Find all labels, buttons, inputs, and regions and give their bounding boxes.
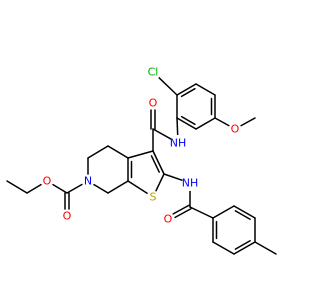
- bond-b2-b3: [212, 241, 235, 255]
- bond-a5-a6: [195, 117, 216, 130]
- bond-N_ring-p4: [93, 183, 109, 194]
- bond-p4-t4: [107, 180, 129, 194]
- bond-b5-b6-second: [234, 210, 251, 220]
- bond-t5-t1: [127, 150, 154, 159]
- bond-t1-t2: [152, 150, 165, 175]
- bond-S1-t4: [127, 180, 148, 194]
- bond-C_am2-O_amide2: [172, 204, 190, 215]
- atom-background: [147, 97, 159, 109]
- bond-b5-b6: [233, 205, 256, 219]
- bond-C_am2-b1: [189, 206, 214, 219]
- atom-label: O: [63, 210, 72, 223]
- bond-b4-Me2: [254, 241, 277, 255]
- atom-background: [82, 175, 94, 187]
- atom-n_amide2: NH: [182, 175, 199, 191]
- bond-t5-p1: [107, 145, 129, 159]
- atom-label: S: [150, 191, 157, 204]
- bond-t2-N_amide2: [163, 173, 185, 182]
- atom-label: N: [84, 175, 92, 188]
- bond-t2-S1: [155, 173, 165, 192]
- atom-background: [61, 210, 73, 222]
- atom-background: [41, 175, 53, 187]
- bond-a5-O_ether: [214, 117, 230, 127]
- atom-o_ether: O: [229, 123, 241, 136]
- atom-s1: S: [147, 191, 159, 204]
- atom-o_amide2: O: [162, 213, 174, 226]
- bond-a2-a3: [176, 83, 197, 96]
- atom-o_ester: O: [41, 175, 53, 188]
- atom-n_ring: N: [82, 175, 94, 188]
- atom-background: [147, 191, 159, 203]
- bond-layer: [6, 76, 277, 255]
- atom-label: O: [43, 175, 52, 188]
- atom-background: [145, 64, 161, 80]
- bond-a2-Cl1: [157, 76, 178, 96]
- atom-background: [182, 175, 198, 191]
- atom-background: [162, 213, 174, 225]
- atom-label: Cl: [148, 66, 159, 79]
- atom-cl1: Cl: [145, 64, 161, 80]
- bond-a3-a4: [195, 83, 216, 96]
- bond-C_carb-O_ester: [52, 183, 68, 194]
- atom-o_amide1: O: [147, 97, 159, 110]
- atom-background: [170, 135, 186, 151]
- atom-label: O: [164, 213, 173, 226]
- atom-label: NH: [170, 137, 187, 150]
- bond-O_ether-Me1: [240, 117, 256, 127]
- atom-background: [229, 123, 241, 135]
- bond-N_amide1-C_am1: [152, 128, 173, 141]
- bond-b6-b1: [212, 205, 235, 219]
- bond-a6-a1-second: [180, 115, 196, 126]
- bond-C_am2-O_amide2-second: [174, 208, 192, 219]
- bond-t1-t2-second: [150, 155, 160, 173]
- bond-a1-N_amide1: [176, 117, 179, 137]
- atom-label: O: [231, 123, 240, 136]
- atom-n_amide1: NH: [170, 135, 187, 151]
- bond-a6-a1: [176, 117, 197, 130]
- bond-p1-p2: [87, 145, 109, 159]
- atom-label: NH: [182, 177, 199, 190]
- atom-o_carbonyl: O: [61, 210, 73, 223]
- bond-b3-b4: [233, 241, 256, 255]
- bond-C_et1-C_et2: [6, 180, 28, 194]
- bond-N_ring-C_carb: [66, 183, 83, 194]
- bond-a2-a3-second: [180, 87, 196, 98]
- bond-b3-b4-second: [234, 240, 251, 250]
- atom-label: O: [149, 97, 158, 110]
- bond-O_ester-C_et1: [26, 183, 42, 194]
